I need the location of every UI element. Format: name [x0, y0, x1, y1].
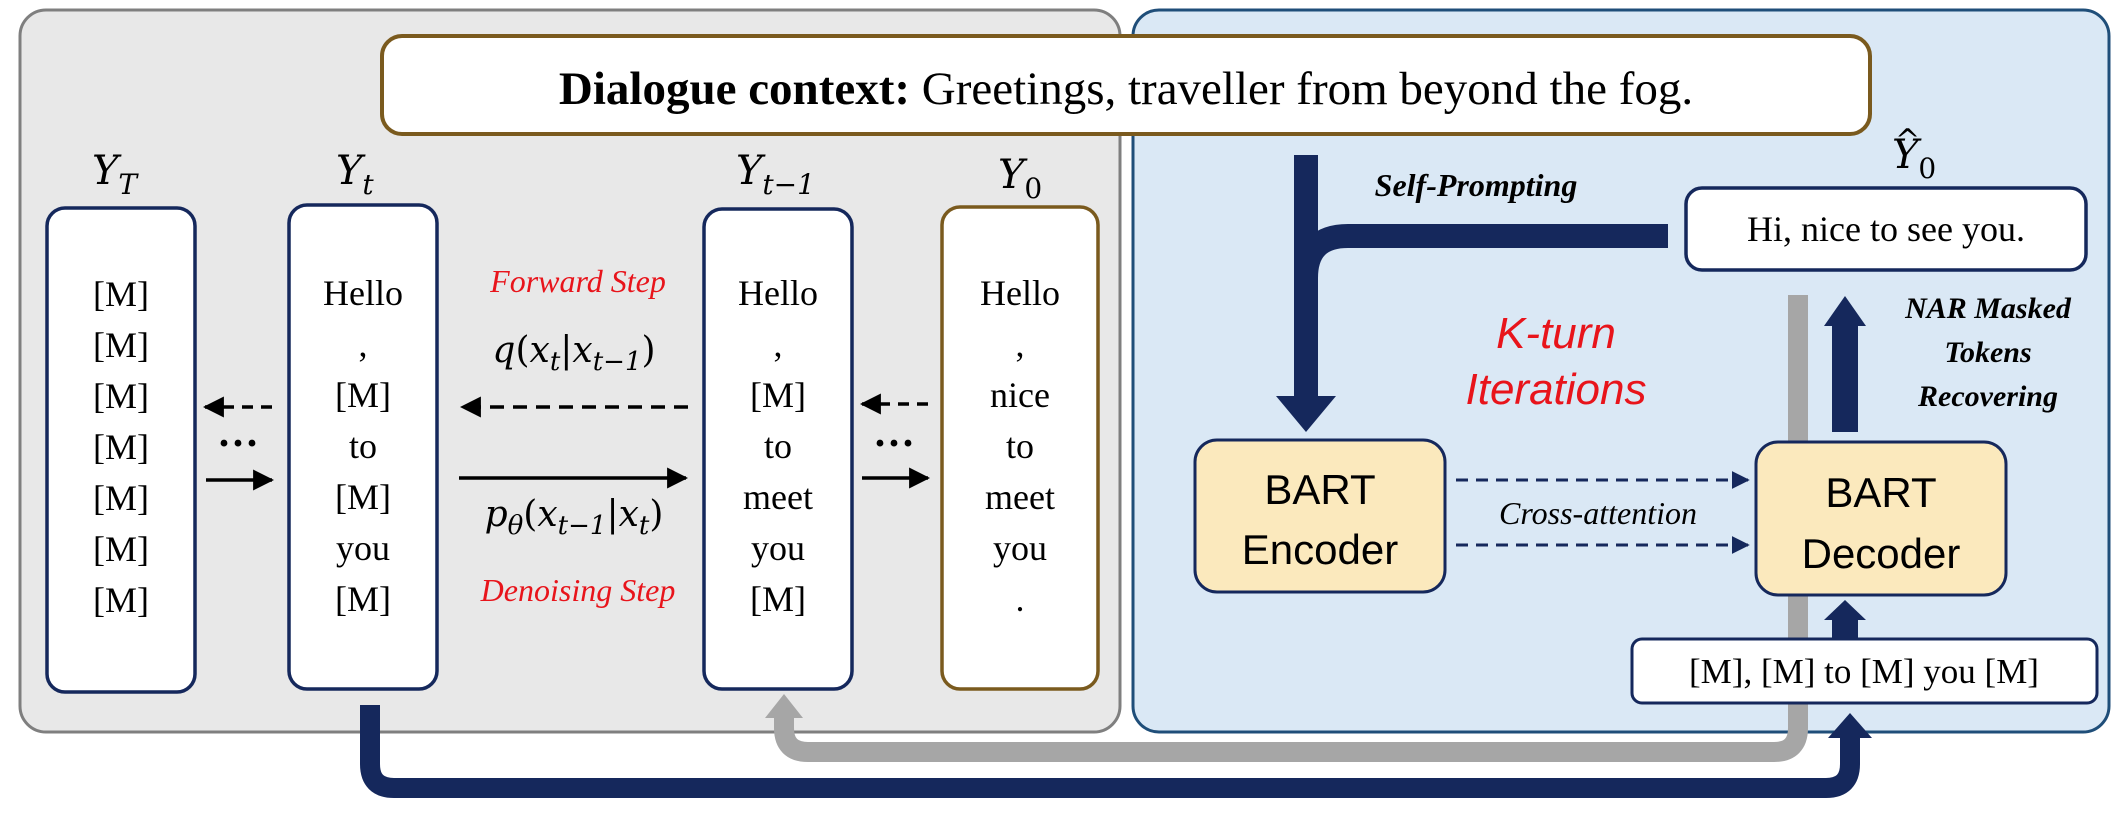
prediction-box — [1684, 186, 2088, 272]
token-yT: [M] — [93, 529, 149, 569]
token-y0: . — [1016, 579, 1025, 619]
tokens-yt: Hello , [M] to [M] you [M] — [323, 273, 403, 619]
bart-encoder-box — [1193, 438, 1447, 594]
ellipsis-right: ··· — [873, 421, 915, 467]
token-yt1: Hello — [738, 273, 818, 313]
k-turn-line1: K-turn — [1496, 309, 1616, 358]
gray-feedback-arrowhead — [765, 694, 803, 718]
token-y0: nice — [990, 375, 1050, 415]
token-yT: [M] — [93, 376, 149, 416]
token-yt1: to — [764, 426, 792, 466]
token-yt1: [M] — [750, 375, 806, 415]
y0-hat-header: Y0 — [1892, 132, 1936, 185]
decoder-input-arrowhead — [1824, 600, 1866, 620]
token-yt: [M] — [335, 477, 391, 517]
token-yt: [M] — [335, 375, 391, 415]
forward-formula: q(xt|xt−1) — [492, 330, 655, 377]
token-yt1: you — [751, 528, 805, 568]
token-yt1: [M] — [750, 579, 806, 619]
tokens-y0: Hello , nice to meet you . — [980, 273, 1060, 619]
tokens-yT: [M] [M] [M] [M] [M] [M] [M] — [93, 274, 149, 620]
token-yt: to — [349, 426, 377, 466]
y0-hat-mark: ^ — [1895, 123, 1920, 158]
token-y0: , — [1016, 324, 1025, 364]
column-box-yt — [287, 203, 439, 691]
nar-up-arrow-shaft — [1832, 322, 1858, 432]
self-prompting-label: Self-Prompting — [1375, 167, 1578, 203]
bart-encoder-line1: BART — [1264, 466, 1375, 513]
token-yt: Hello — [323, 273, 403, 313]
bart-decoder-box — [1754, 440, 2008, 597]
forward-step-label: Forward Step — [489, 263, 666, 299]
token-yT: [M] — [93, 427, 149, 467]
gray-feedback-arrow — [774, 295, 1808, 762]
decoder-input-text: [M], [M] to [M] you [M] — [1689, 652, 2039, 691]
dialogue-context-box — [380, 34, 1872, 136]
token-y0: to — [1006, 426, 1034, 466]
column-box-yt1 — [702, 207, 854, 691]
dialogue-context-text: Greetings, traveller from beyond the fog… — [922, 63, 1693, 115]
ellipsis-left: ··· — [217, 421, 259, 467]
column-box-yT — [45, 206, 197, 694]
column-box-y0 — [940, 205, 1100, 691]
dialogue-context-label: Dialogue context: — [559, 63, 910, 115]
bart-decoder-line1: BART — [1825, 469, 1936, 516]
token-yt1: , — [774, 324, 783, 364]
tokens-yt1: Hello , [M] to meet you [M] — [738, 273, 818, 619]
k-turn-line2: Iterations — [1466, 365, 1647, 414]
cross-attention-label: Cross-attention — [1499, 495, 1697, 531]
decoder-input-box — [1630, 637, 2099, 705]
navy-bottom-connector — [360, 705, 1860, 798]
token-yT: [M] — [93, 580, 149, 620]
token-yt: [M] — [335, 579, 391, 619]
bart-decoder-line2: Decoder — [1802, 530, 1961, 577]
token-y0: Hello — [980, 273, 1060, 313]
dialogue-context: Dialogue context: Greetings, traveller f… — [559, 63, 1693, 115]
token-yt: you — [336, 528, 390, 568]
token-yT: [M] — [93, 325, 149, 365]
nar-label-line2: Tokens — [1944, 336, 2031, 369]
nar-label-line1: NAR Masked — [1904, 292, 2072, 325]
prediction-text: Hi, nice to see you. — [1747, 209, 2025, 249]
token-y0: meet — [985, 477, 1055, 517]
bart-encoder-line2: Encoder — [1242, 526, 1398, 573]
self-prompting-arrowhead — [1276, 396, 1336, 432]
token-y0: you — [993, 528, 1047, 568]
denoising-formula: pθ(xt−1|xt) — [485, 494, 664, 541]
navy-bottom-arrowhead — [1828, 713, 1872, 738]
self-prompting-arrow — [1294, 155, 1668, 402]
token-yt1: meet — [743, 477, 813, 517]
nar-up-arrowhead — [1824, 296, 1866, 326]
token-yT: [M] — [93, 274, 149, 314]
denoising-step-label: Denoising Step — [480, 572, 676, 608]
token-yt: , — [359, 324, 368, 364]
token-yT: [M] — [93, 478, 149, 518]
nar-label-line3: Recovering — [1917, 380, 2058, 413]
